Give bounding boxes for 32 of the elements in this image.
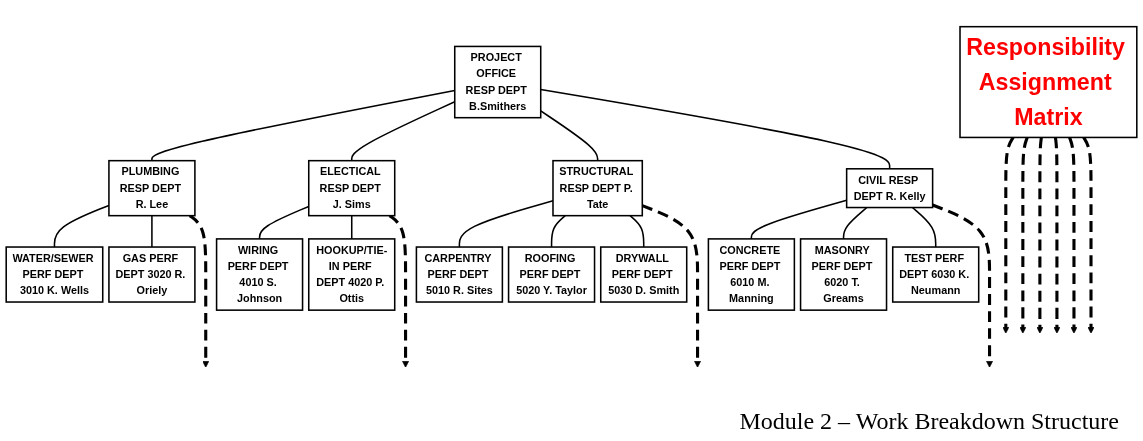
- node-box: CIVIL RESP DEPT R. Kelly: [845, 168, 934, 209]
- node-box: GAS PERF DEPT 3020 R. Oriely: [108, 246, 196, 303]
- arrow: [1068, 136, 1078, 334]
- node-box: Responsibility Assignment Matrix: [959, 25, 1138, 139]
- node-box: HOOKUP/TIE-IN PERF DEPT 4020 P. Ottis: [307, 238, 396, 311]
- node-box: PLUMBING RESP DEPT R. Lee: [108, 159, 196, 217]
- arrow: [188, 214, 210, 368]
- node-box: CARPENTRY PERF DEPT 5010 R. Sites: [415, 246, 504, 303]
- connector-line: [550, 214, 567, 248]
- node-box: CONCRETE PERF DEPT 6010 M. Manning: [707, 238, 796, 311]
- connector-line: [629, 214, 645, 248]
- connector-line: [151, 214, 153, 248]
- node-box: WIRING PERF DEPT 4010 S. Johnson: [215, 238, 304, 311]
- arrow: [1053, 137, 1061, 334]
- arrow: [932, 203, 993, 368]
- node-box: WATER/SEWER PERF DEPT 3010 K. Wells: [5, 246, 104, 303]
- node-box: PROJECT OFFICE RESP DEPT B.Smithers: [453, 45, 542, 119]
- arrow: [1082, 136, 1095, 334]
- caption: Module 2 – Work Breakdown Structure: [739, 408, 1119, 435]
- node-box: DRYWALL PERF DEPT 5030 D. Smith: [599, 246, 688, 303]
- connector-line: [842, 206, 868, 240]
- connector-line: [911, 206, 937, 248]
- arrow: [1019, 136, 1029, 334]
- node-box: ELECTICAL RESP DEPT J. Sims: [307, 159, 396, 217]
- node-box: ROOFING PERF DEPT 5020 Y. Taylor: [507, 246, 596, 303]
- node-box: MASONRY PERF DEPT 6020 T. Greams: [799, 238, 888, 311]
- arrow: [1002, 136, 1015, 334]
- node-box: STRUCTURAL RESP DEPT P. Tate: [552, 159, 644, 217]
- arrow: [388, 214, 409, 368]
- arrow: [1036, 137, 1044, 334]
- node-box: TEST PERF DEPT 6030 K. Neumann: [891, 246, 980, 303]
- connector-line: [350, 214, 353, 240]
